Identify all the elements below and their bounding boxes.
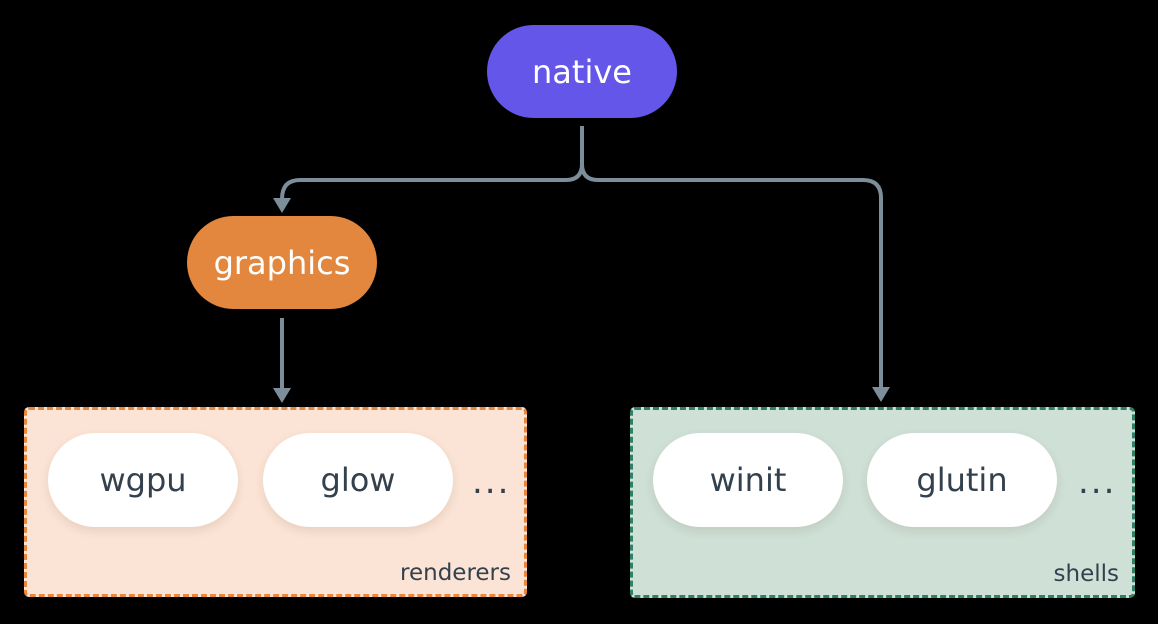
- node-glow: glow: [263, 433, 453, 527]
- node-graphics: graphics: [187, 216, 377, 309]
- renderers-ellipsis: ...: [472, 462, 511, 502]
- node-native: native: [487, 25, 677, 118]
- arrowhead-into-graphics: [273, 198, 291, 213]
- group-label-renderers: renderers: [400, 560, 511, 586]
- arrowhead-into-renderers: [273, 388, 291, 403]
- group-label-shells: shells: [1053, 561, 1119, 587]
- edge-native-to-graphics: [280, 163, 584, 200]
- arrowhead-into-shells: [872, 387, 890, 402]
- node-wgpu: wgpu: [48, 433, 238, 527]
- group-renderers: wgpu glow ... renderers: [24, 407, 527, 597]
- node-winit: winit: [653, 433, 843, 527]
- node-glutin: glutin: [867, 433, 1057, 527]
- group-shells: winit glutin ... shells: [630, 407, 1135, 598]
- shells-ellipsis: ...: [1078, 462, 1117, 502]
- edge-native-to-shells: [580, 163, 883, 388]
